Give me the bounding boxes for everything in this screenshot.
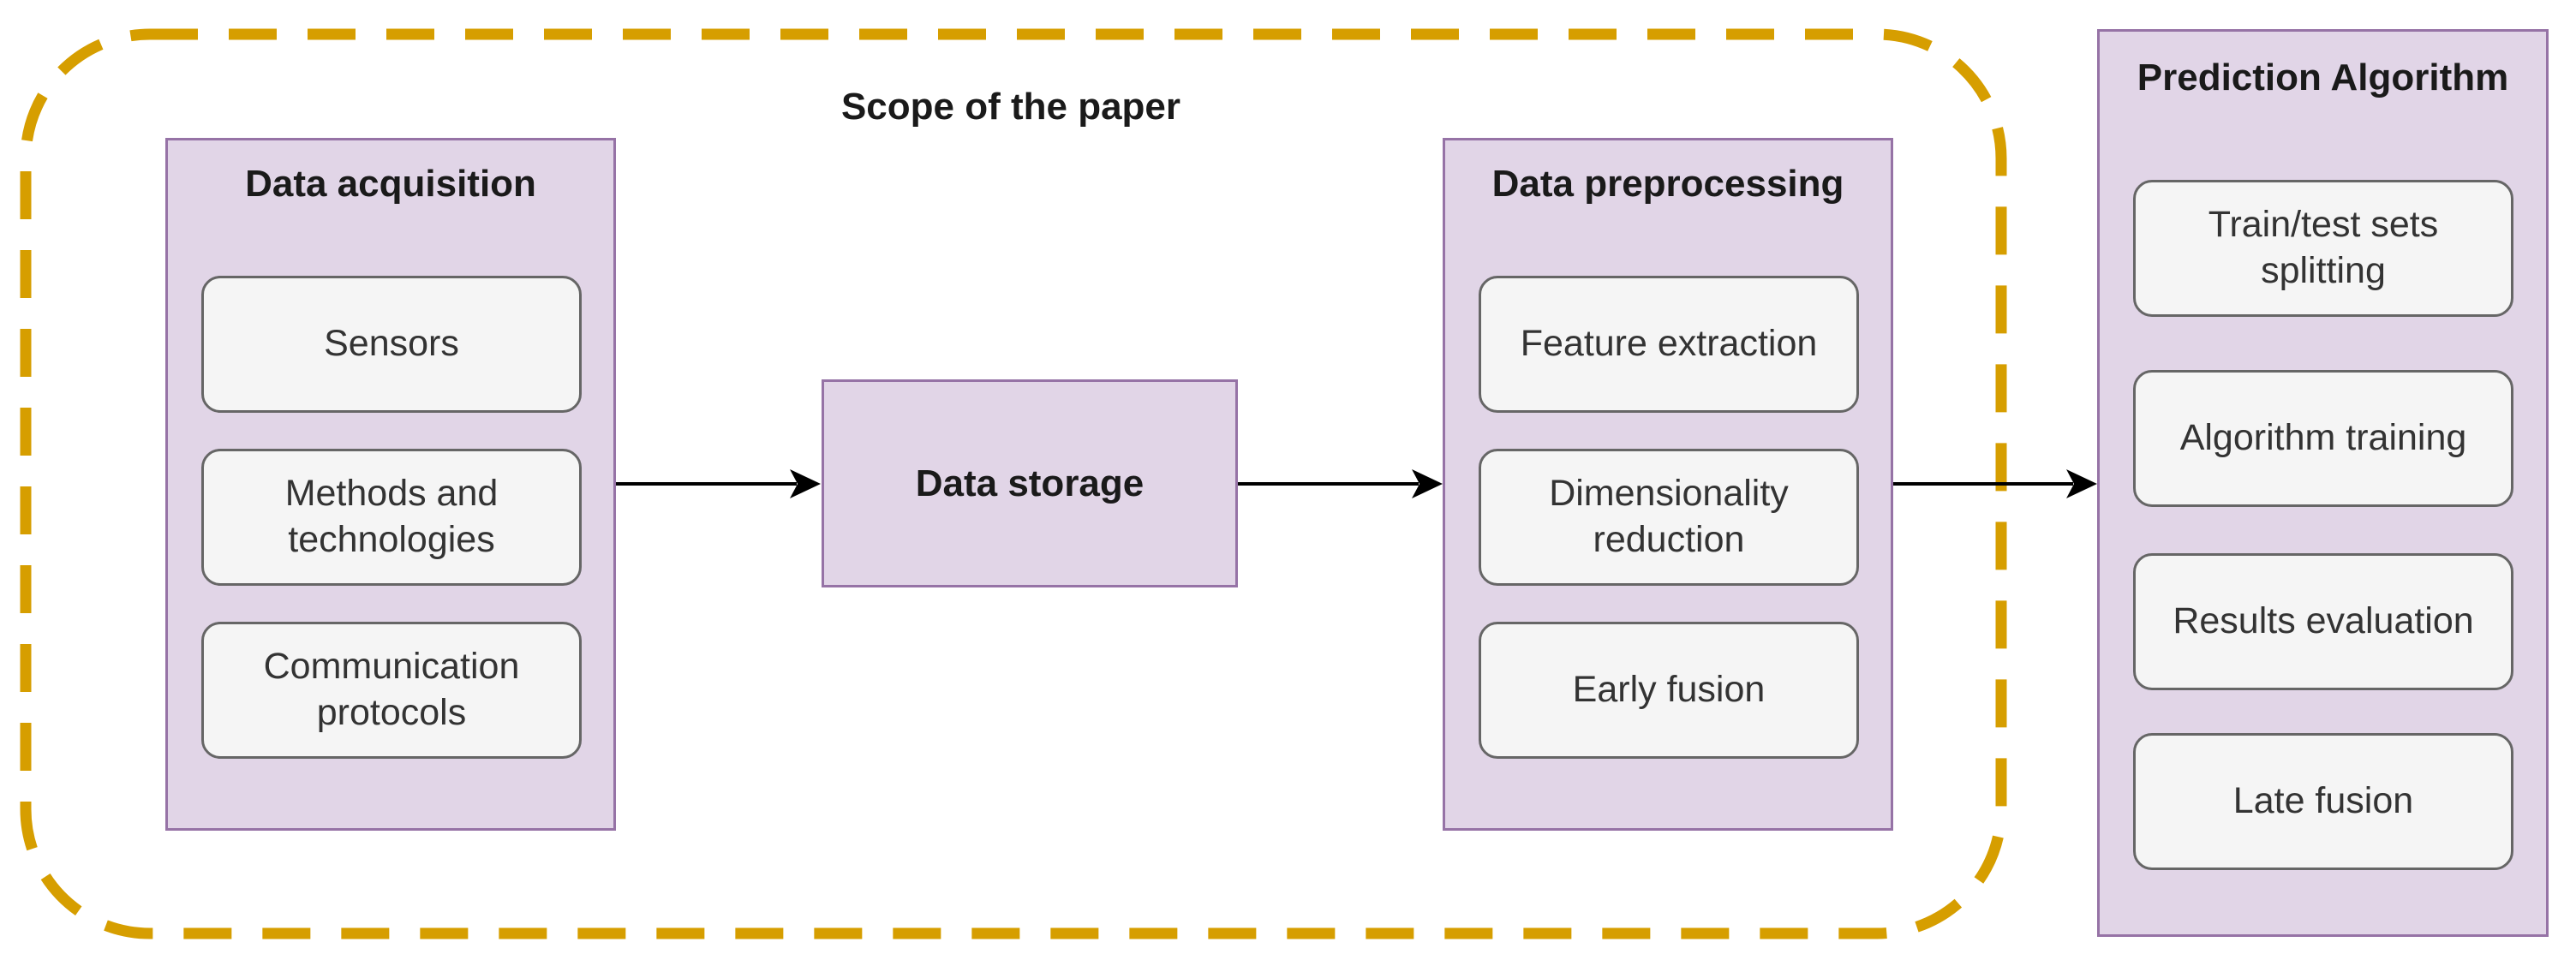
arrow-preprocessing-to-prediction — [1893, 469, 2097, 498]
early-fusion-box: Early fusion — [1479, 622, 1859, 759]
data-acquisition-container: Data acquisition Sensors Methods and tec… — [165, 138, 616, 831]
arrow-storage-to-preprocessing — [1238, 469, 1443, 498]
feature-extraction-box: Feature extraction — [1479, 276, 1859, 413]
results-evaluation-box: Results evaluation — [2133, 553, 2513, 690]
sensors-box: Sensors — [201, 276, 582, 413]
methods-technologies-box: Methods and technologies — [201, 449, 582, 586]
data-preprocessing-title: Data preprocessing — [1491, 163, 1844, 205]
data-preprocessing-container: Data preprocessing Feature extraction Di… — [1443, 138, 1893, 831]
dimensionality-reduction-box: Dimensionality reduction — [1479, 449, 1859, 586]
communication-protocols-box: Communication protocols — [201, 622, 582, 759]
data-storage-box: Data storage — [822, 379, 1238, 587]
scope-label: Scope of the paper — [840, 86, 1181, 128]
train-test-split-box: Train/test sets splitting — [2133, 180, 2513, 317]
arrow-acquisition-to-storage — [616, 469, 821, 498]
late-fusion-box: Late fusion — [2133, 733, 2513, 870]
algorithm-training-box: Algorithm training — [2133, 370, 2513, 507]
prediction-algorithm-container: Prediction Algorithm Train/test sets spl… — [2097, 29, 2549, 937]
prediction-algorithm-title: Prediction Algorithm — [2137, 57, 2509, 98]
data-acquisition-title: Data acquisition — [245, 163, 536, 205]
